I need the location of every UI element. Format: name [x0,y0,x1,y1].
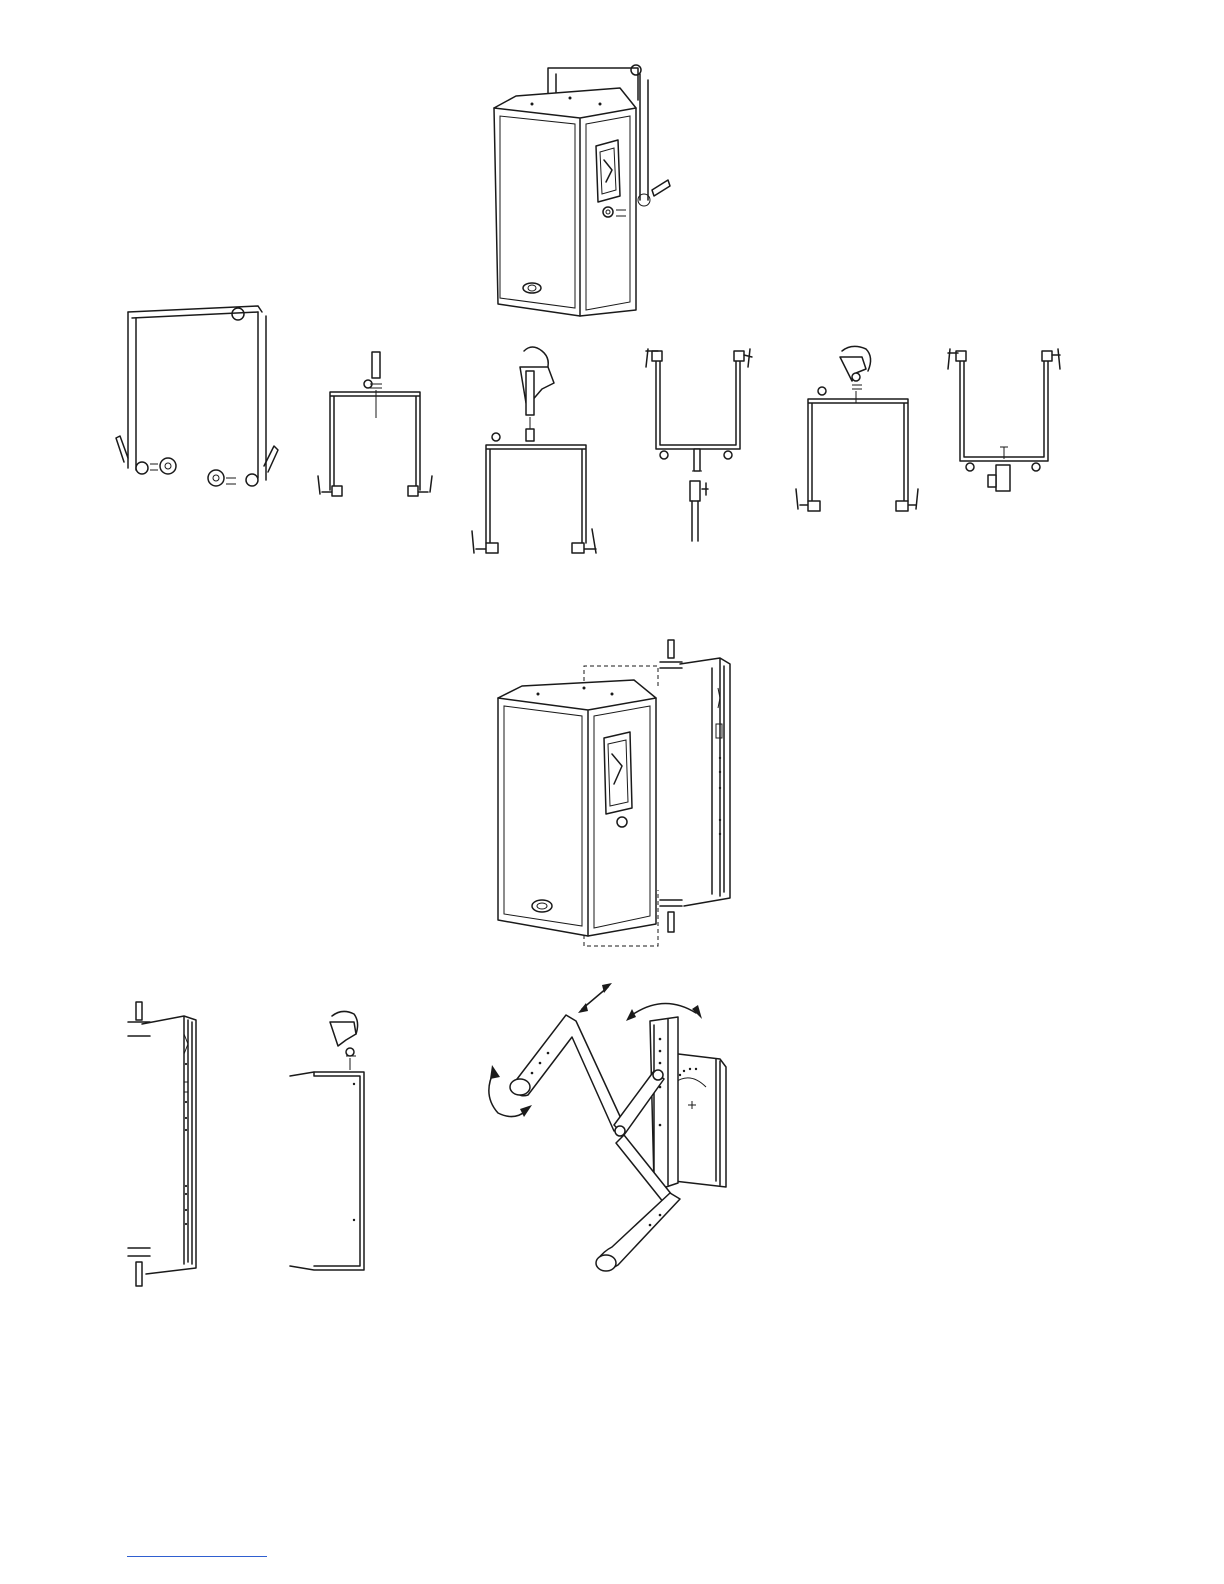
flat-bracket-front-figure [124,1000,214,1290]
wall-mount-articulated-figure [474,975,734,1280]
flat-bracket-icon [680,658,730,906]
u-bracket-icon [640,343,760,543]
u-bracket-clamp-mount-figure [792,343,922,518]
flat-bracket-icon [124,1000,214,1290]
flat-bracket-icon [284,1010,374,1278]
u-bracket-icon [944,343,1074,503]
flat-bracket-clamp-figure [284,1010,374,1278]
u-bracket-icon [312,350,442,510]
u-bracket-side-knobs-figure [110,300,290,500]
u-bracket-clamp-top-figure [468,343,598,565]
wall-mount-icon [474,975,734,1280]
u-bracket-icon [110,300,290,500]
speaker-with-u-bracket-figure [480,60,690,322]
speaker-cabinet-icon [498,680,656,936]
u-bracket-icon [792,343,922,518]
u-bracket-bottom-adapter-figure [944,343,1074,503]
u-bracket-icon [468,343,598,565]
footer-rule [127,1556,267,1557]
u-bracket-pole-mount-figure [640,343,760,543]
u-bracket-eyebolt-top-figure [312,350,442,510]
speaker-with-flat-bracket-figure [484,638,744,950]
speaker-cabinet-icon [494,88,636,316]
